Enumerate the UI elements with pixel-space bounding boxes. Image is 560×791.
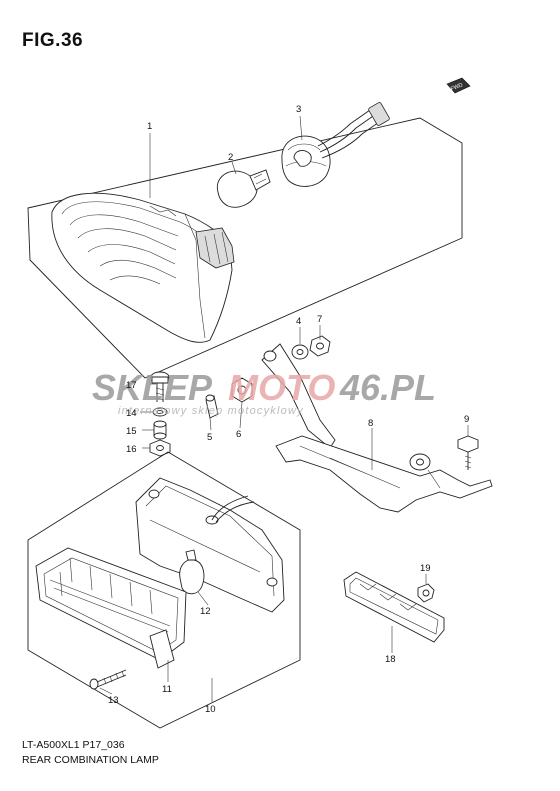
watermark-brand-right: 46.PL [339,367,436,408]
spacer-5 [205,394,219,419]
screw-17 [150,371,170,402]
callout-15: 15 [126,426,137,437]
spacer-15 [153,420,167,440]
bracket-8 [275,435,493,513]
watermark-brand-mid: MOTO [228,367,335,408]
watermark-tagline: internetowy sklep motocyklowy [118,405,304,417]
callout-4: 4 [296,316,301,327]
nut-6 [231,377,253,403]
figure-title: FIG.36 [22,30,84,51]
callout-17: 17 [126,380,137,391]
assembly-10-frame [27,451,301,729]
screw-9 [457,435,479,470]
callout-numbers: 1 2 3 4 5 6 7 8 9 10 11 12 13 14 15 16 1… [108,104,469,715]
callout-12: 12 [200,606,211,617]
reflector-18 [343,571,445,643]
washer-4 [291,344,309,360]
nut-7 [309,335,331,357]
callout-18: 18 [385,654,396,665]
upper-tail-lamp-housing [51,192,235,343]
screw-13 [89,669,127,690]
washer-14 [152,407,168,417]
callout-16: 16 [126,444,137,455]
callout-7: 7 [317,314,322,325]
callout-3: 3 [296,104,301,115]
callout-8: 8 [368,418,373,429]
callout-9: 9 [464,414,469,425]
callout-13: 13 [108,695,119,706]
fwd-arrow-icon: FWD [446,77,471,94]
assembly-1-frame [27,117,463,379]
watermark: SKLEP MOTO 46.PL internetowy sklep motoc… [92,367,436,417]
callout-19: 19 [420,563,431,574]
nut-16 [149,439,171,457]
lower-lamp-housing [135,477,285,613]
figure-model-code: LT-A500XL1 P17_036 [22,739,125,751]
nut-19 [417,583,435,603]
callout-leaders [99,115,469,702]
callout-2: 2 [228,152,233,163]
callout-1: 1 [147,121,152,132]
callout-11: 11 [162,684,172,695]
socket-3 [281,102,390,187]
figure-name: REAR COMBINATION LAMP [22,754,159,766]
bulb-2 [216,169,271,208]
callout-5: 5 [207,432,212,443]
callout-6: 6 [236,429,241,440]
callout-14: 14 [126,408,137,419]
callout-10: 10 [205,704,216,715]
watermark-brand-left: SKLEP [92,367,213,408]
lower-lens [35,547,187,669]
bulb-12 [179,549,205,595]
fwd-label: FWD [450,82,464,92]
upper-bracket [261,343,336,449]
